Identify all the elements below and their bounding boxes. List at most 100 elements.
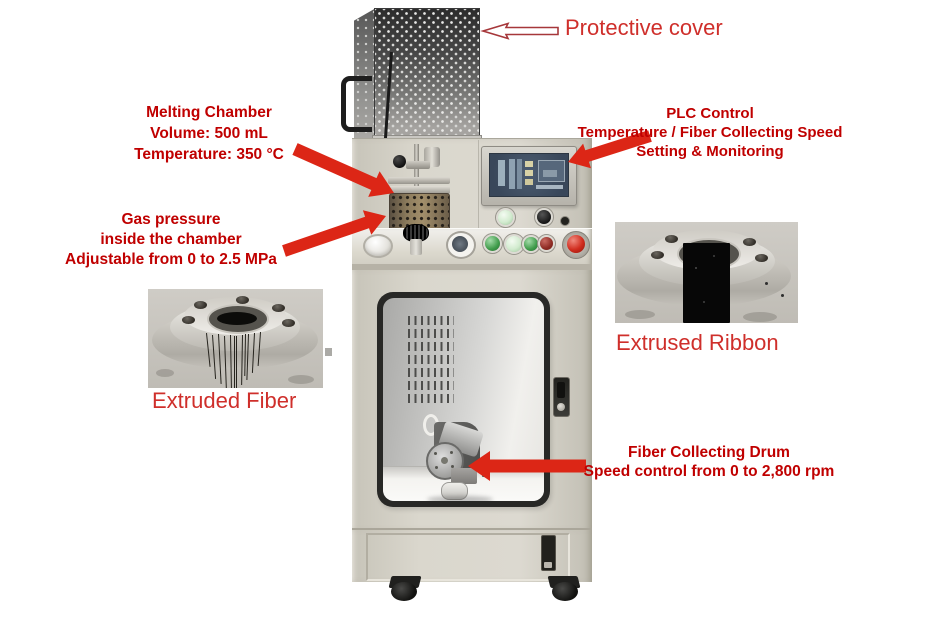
fiber-strand xyxy=(241,334,244,386)
extrused-ribbon-strip xyxy=(683,243,730,323)
console-seam xyxy=(478,140,479,230)
fiber-strand xyxy=(224,335,228,388)
extrused-ribbon-photo xyxy=(615,222,798,323)
drum-bolt-2 xyxy=(450,451,453,454)
fiber-bolt-5 xyxy=(282,319,295,327)
lower-handle xyxy=(541,535,556,571)
fiber-bolt-3 xyxy=(272,304,285,312)
drum-hub xyxy=(441,457,448,464)
gas-pressure-line1: Gas pressure xyxy=(121,211,221,228)
stray-gray-square xyxy=(325,348,332,356)
label-fiber-collecting-drum: Fiber Collecting Drum Speed control from… xyxy=(569,443,849,481)
lower-recess-panel xyxy=(366,533,570,581)
pressure-gauge-left xyxy=(363,234,393,258)
ribbon-bolt-1 xyxy=(665,235,678,243)
push-button-1 xyxy=(485,236,500,251)
emergency-stop-button xyxy=(567,235,585,253)
gauge-face xyxy=(452,236,468,252)
vent-row xyxy=(408,355,454,364)
ribbon-shadow-1 xyxy=(625,310,655,319)
caster-left-wheel xyxy=(391,582,417,601)
vent-row xyxy=(408,368,454,377)
fiber-strand xyxy=(206,332,211,367)
drum-bolt-1 xyxy=(434,452,437,455)
gas-regulator-stem xyxy=(410,239,422,255)
label-gas-pressure: Gas pressure inside the chamber Adjustab… xyxy=(56,210,286,270)
fiber-bolt-2 xyxy=(236,296,249,304)
window-glass xyxy=(383,298,544,501)
label-protective-cover: Protective cover xyxy=(565,15,723,40)
vent-row xyxy=(408,329,454,338)
ribbon-dot-1 xyxy=(765,282,768,285)
ribbon-speck-2 xyxy=(713,255,715,257)
ribbon-bolt-4 xyxy=(755,254,768,262)
fiber-strand xyxy=(246,333,250,380)
melting-chamber-line1: Melting Chamber xyxy=(146,104,272,121)
fiber-strand xyxy=(236,336,238,388)
push-button-4 xyxy=(540,237,553,250)
cover-handle-icon xyxy=(341,76,372,132)
aux-connector xyxy=(560,216,570,226)
caster-right xyxy=(545,576,581,602)
drum-motor-cylinder xyxy=(441,482,468,500)
label-extrused-ribbon: Extrused Ribbon xyxy=(616,330,779,355)
fiber-bolt-4 xyxy=(182,316,195,324)
plc-screen-statusbar xyxy=(536,185,563,189)
plc-screen-button-3 xyxy=(525,179,533,185)
plc-screen-bar-1 xyxy=(498,160,505,186)
push-button-3 xyxy=(524,237,538,251)
plc-screen-button-1 xyxy=(525,161,533,167)
label-plc-control: PLC Control Temperature / Fiber Collecti… xyxy=(570,104,850,161)
vent-row xyxy=(408,394,454,403)
vent-row xyxy=(408,342,454,351)
door-lock-key xyxy=(557,403,565,411)
chamber-cross-bar xyxy=(388,177,450,184)
plc-screen-window-inner xyxy=(543,170,557,177)
ribbon-shadow-2 xyxy=(743,312,777,322)
pressure-gauge-right xyxy=(446,231,476,259)
melting-chamber-body xyxy=(389,193,450,235)
melting-chamber-line3: Temperature: 350 °C xyxy=(134,146,284,163)
fiber-strand xyxy=(218,333,222,384)
ribbon-bolt-3 xyxy=(651,251,664,259)
plc-screen-bar-2 xyxy=(509,159,515,189)
fiber-bolt-1 xyxy=(194,301,207,309)
lower-handle-plate xyxy=(544,562,552,568)
window-frame xyxy=(377,292,550,507)
caster-right-wheel xyxy=(552,582,578,601)
fiber-strand xyxy=(212,334,217,379)
drum-bolt-4 xyxy=(451,465,454,468)
vent-row xyxy=(408,316,454,325)
vent-grille xyxy=(408,316,454,408)
plc-bezel xyxy=(481,146,577,206)
ribbon-speck-3 xyxy=(703,301,705,303)
drum-bolt-3 xyxy=(435,466,438,469)
indicator-lamp-upper xyxy=(498,210,513,225)
extruded-fiber-strands xyxy=(148,289,323,388)
drum-shadow xyxy=(427,496,493,501)
fiber-drum-line1: Fiber Collecting Drum xyxy=(628,444,790,461)
fiber-strand xyxy=(251,332,256,373)
gas-pressure-line2: inside the chamber xyxy=(100,231,242,248)
protective-cover-front-panel xyxy=(374,8,480,139)
extruded-fiber-photo xyxy=(148,289,323,388)
plc-screen-button-2 xyxy=(525,170,533,176)
ribbon-dot-2 xyxy=(781,294,784,297)
fiber-strand xyxy=(234,336,236,388)
fiber-die-ring xyxy=(207,304,269,334)
chamber-tee-fitting xyxy=(406,161,430,169)
drum-sensor-green xyxy=(482,468,489,477)
fiber-die-center xyxy=(217,312,257,325)
plc-control-line3: Setting & Monitoring xyxy=(636,143,784,160)
door-lock-slot xyxy=(557,382,565,398)
vent-row xyxy=(408,381,454,390)
cabinet-seam xyxy=(352,528,592,530)
door-lock xyxy=(553,377,570,417)
label-extruded-fiber: Extruded Fiber xyxy=(152,388,297,413)
melting-chamber-flange xyxy=(386,186,450,194)
push-button-2 xyxy=(506,236,522,252)
melting-chamber-line2: Volume: 500 mL xyxy=(150,125,268,142)
plc-screen xyxy=(489,153,569,197)
